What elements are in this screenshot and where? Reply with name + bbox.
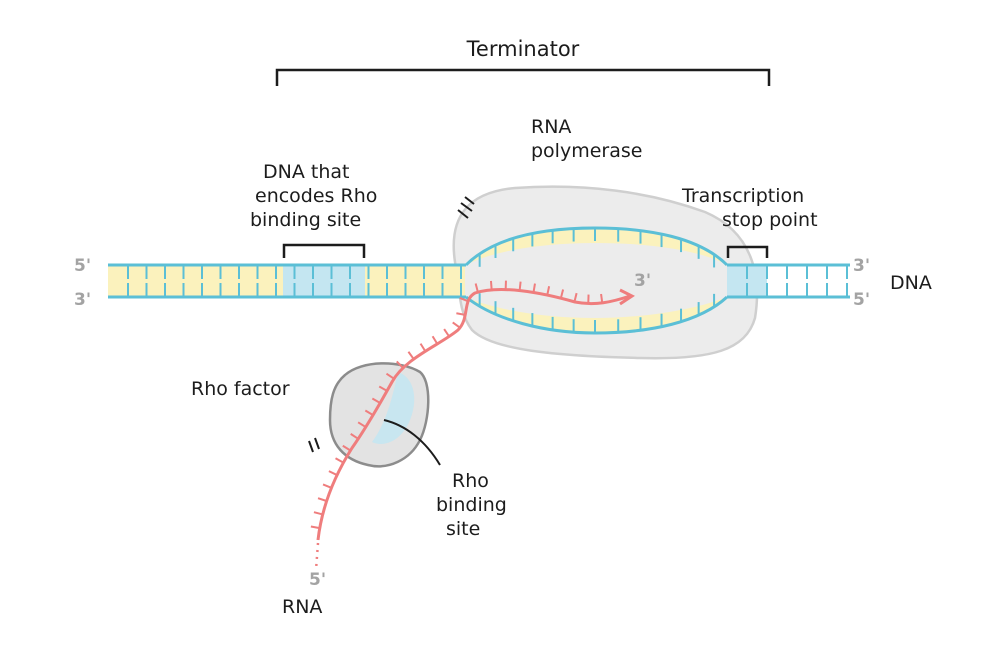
rna-base-tick	[489, 280, 493, 290]
rna-base-tick	[317, 497, 327, 502]
dna-right-segment	[727, 263, 850, 299]
rna-tip-end: 3'	[634, 271, 651, 291]
rna-polymerase-label-2: polymerase	[531, 140, 642, 162]
rna-base-tick	[385, 372, 395, 380]
dna-top-left-end: 5'	[74, 256, 91, 276]
transcription-bubble	[464, 226, 729, 335]
rna-base-tick	[310, 525, 320, 530]
rho-binding-pointer	[383, 419, 441, 466]
rho-encoding-bracket	[282, 243, 366, 258]
rho-binding-region	[372, 372, 415, 444]
rna-base-tick	[419, 343, 427, 352]
rna-base-tick	[328, 470, 338, 476]
rna-base-tick	[407, 351, 415, 360]
terminator-label: Terminator	[466, 37, 580, 61]
rna-base-tick	[456, 312, 466, 316]
rho-factor-label: Rho factor	[191, 378, 290, 400]
rna-base-tick	[452, 321, 461, 329]
polymerase-motion-marks	[457, 196, 475, 219]
rna-dotted-end	[314, 542, 320, 571]
rho-encoding-label-1: DNA that	[263, 161, 349, 183]
rna-start-end: 5'	[309, 570, 326, 590]
rna-base-tick	[573, 292, 578, 303]
terminator-bracket	[275, 68, 771, 86]
rna-base-tick	[350, 433, 359, 440]
rna-base-tick	[322, 483, 332, 489]
rna-base-tick	[313, 511, 323, 516]
rho-encoding-label-2: encodes Rho	[255, 185, 377, 207]
dna-bottom-right-end: 5'	[853, 290, 870, 310]
rho-motion-marks	[308, 437, 320, 453]
stop-point-bracket	[726, 245, 769, 258]
rna-base-tick	[474, 283, 479, 293]
rho-binding-label-3: site	[446, 518, 480, 540]
rho-binding-label-2: binding	[436, 494, 507, 516]
transcription-stop-label-2: stop point	[722, 209, 818, 231]
rna-base-tick	[378, 385, 388, 392]
rho-encoding-label-3: binding site	[250, 209, 361, 231]
rna-base-tick	[518, 281, 522, 291]
rna-base-tick	[335, 457, 344, 464]
rna-base-tick	[364, 409, 374, 416]
rho-encoding-region	[283, 265, 365, 297]
rna-base-tick	[600, 293, 604, 304]
rna-base-tick	[396, 360, 404, 369]
rna-base-tick	[371, 397, 381, 404]
rna-base-tick	[559, 289, 565, 299]
dna-top-right-end: 3'	[853, 256, 870, 276]
dna-left-segment	[108, 263, 466, 299]
dna-bottom-left-end: 3'	[74, 290, 91, 310]
transcription-stop-label-1: Transcription	[681, 185, 804, 207]
rna-base-tick	[357, 421, 367, 428]
rna-base-tick	[459, 296, 469, 303]
rna-base-tick	[443, 328, 450, 338]
rna-base-tick	[431, 335, 439, 345]
rho-binding-label-1: Rho	[452, 470, 489, 492]
rho-factor	[328, 362, 430, 468]
rna-polymerase-label-1: RNA	[531, 116, 571, 138]
dna-label: DNA	[890, 272, 932, 294]
rna-base-tick	[532, 283, 536, 293]
rna-base-tick	[342, 444, 351, 452]
rna-strand	[310, 280, 635, 571]
rna-label: RNA	[282, 596, 322, 618]
rna-base-tick	[546, 286, 551, 296]
